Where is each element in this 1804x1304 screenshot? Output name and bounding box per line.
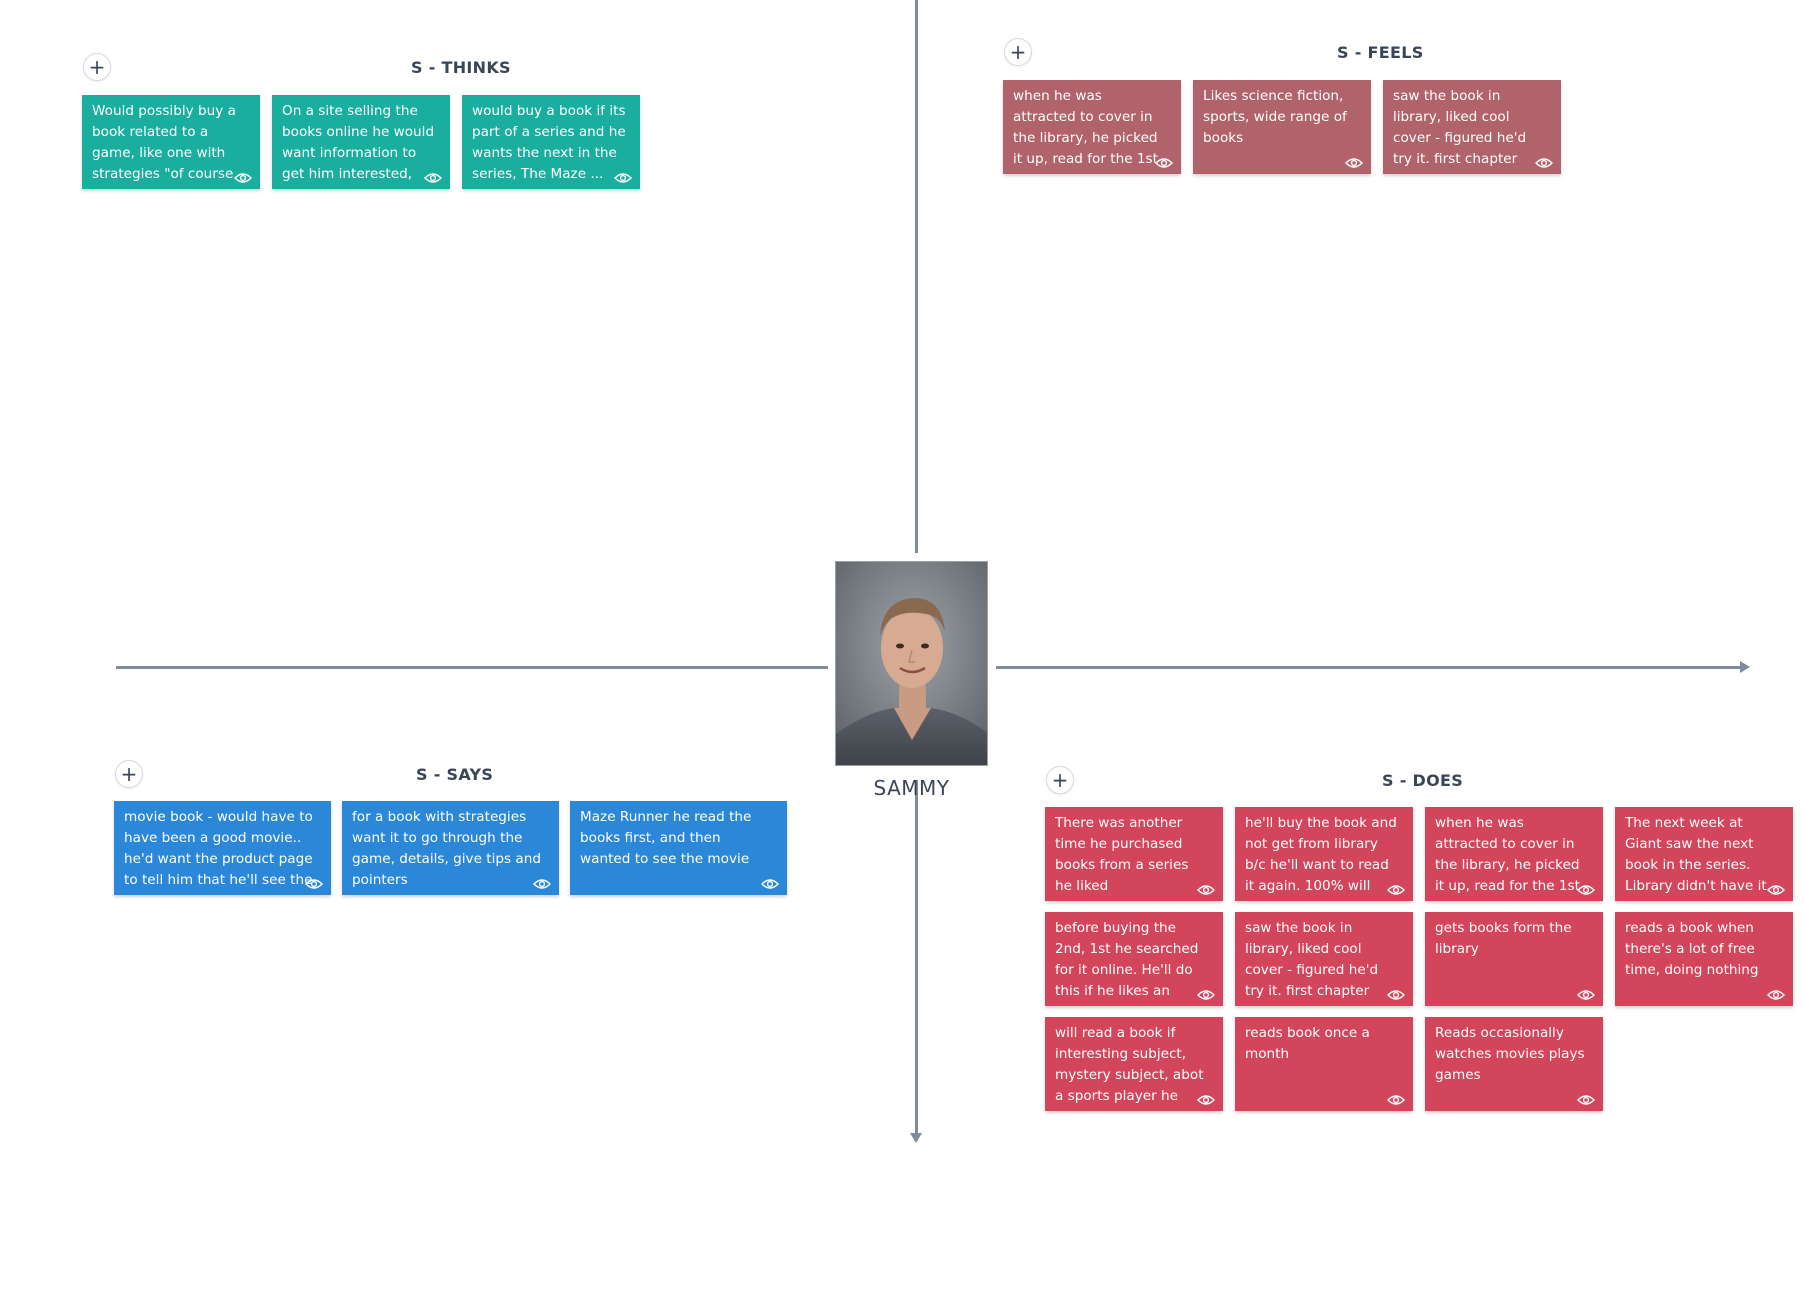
does-note[interactable]: gets books form the library — [1425, 912, 1603, 1006]
does-note[interactable]: will read a book if interesting subject,… — [1045, 1017, 1223, 1111]
says-note[interactable]: for a book with strategies want it to go… — [342, 801, 559, 895]
note-text: when he was attracted to cover in the li… — [1013, 88, 1158, 167]
eye-icon[interactable] — [614, 170, 632, 183]
note-text: when he was attracted to cover in the li… — [1435, 815, 1580, 894]
says-title: S - SAYS — [416, 765, 494, 784]
does-note[interactable]: reads a book when there's a lot of free … — [1615, 912, 1793, 1006]
note-text: would buy a book if its part of a series… — [472, 103, 626, 182]
eye-icon[interactable] — [1387, 1092, 1405, 1105]
eye-icon[interactable] — [1155, 155, 1173, 168]
vertical-axis-bottom — [915, 780, 918, 1138]
eye-icon[interactable] — [234, 170, 252, 183]
horizontal-axis-left — [116, 666, 828, 669]
note-text: On a site selling the books online he wo… — [282, 103, 435, 182]
does-add-button[interactable]: + — [1046, 766, 1074, 794]
does-note[interactable]: he'll buy the book and not get from libr… — [1235, 807, 1413, 901]
does-note[interactable]: when he was attracted to cover in the li… — [1425, 807, 1603, 901]
does-note[interactable]: Reads occasionally watches movies plays … — [1425, 1017, 1603, 1111]
note-text: reads book once a month — [1245, 1025, 1370, 1062]
note-text: for a book with strategies want it to go… — [352, 809, 541, 888]
says-note[interactable]: Maze Runner he read the books first, and… — [570, 801, 787, 895]
vertical-axis-top — [915, 0, 918, 553]
thinks-note[interactable]: On a site selling the books online he wo… — [272, 95, 450, 189]
feels-note[interactable]: saw the book in library, liked cool cove… — [1383, 80, 1561, 174]
eye-icon[interactable] — [424, 170, 442, 183]
thinks-note[interactable]: Would possibly buy a book related to a g… — [82, 95, 260, 189]
note-text: The next week at Giant saw the next book… — [1625, 815, 1771, 894]
thinks-add-button[interactable]: + — [83, 53, 111, 81]
note-text: Maze Runner he read the books first, and… — [580, 809, 752, 867]
eye-icon[interactable] — [1577, 882, 1595, 895]
eye-icon[interactable] — [1197, 1092, 1215, 1105]
does-note[interactable]: reads book once a month — [1235, 1017, 1413, 1111]
note-text: There was another time he purchased book… — [1055, 815, 1189, 894]
vertical-axis-arrow — [910, 1133, 922, 1143]
eye-icon[interactable] — [1197, 882, 1215, 895]
note-text: he'll buy the book and not get from libr… — [1245, 815, 1397, 894]
note-text: Reads occasionally watches movies plays … — [1435, 1025, 1585, 1083]
note-text: movie book - would have to have been a g… — [124, 809, 313, 888]
does-title: S - DOES — [1382, 771, 1464, 790]
note-text: Would possibly buy a book related to a g… — [92, 103, 236, 182]
note-text: before buying the 2nd, 1st he searched f… — [1055, 920, 1199, 999]
eye-icon[interactable] — [1767, 882, 1785, 895]
eye-icon[interactable] — [1345, 155, 1363, 168]
note-text: will read a book if interesting subject,… — [1055, 1025, 1204, 1104]
horizontal-axis-right — [996, 666, 1744, 669]
note-text: gets books form the library — [1435, 920, 1572, 957]
note-text: reads a book when there's a lot of free … — [1625, 920, 1759, 978]
eye-icon[interactable] — [1197, 987, 1215, 1000]
does-note[interactable]: The next week at Giant saw the next book… — [1615, 807, 1793, 901]
eye-icon[interactable] — [305, 876, 323, 889]
eye-icon[interactable] — [1535, 155, 1553, 168]
feels-title: S - FEELS — [1337, 43, 1424, 62]
note-text: saw the book in library, liked cool cove… — [1245, 920, 1379, 999]
eye-icon[interactable] — [1387, 882, 1405, 895]
note-text: Likes science fiction, sports, wide rang… — [1203, 88, 1347, 146]
does-note[interactable]: There was another time he purchased book… — [1045, 807, 1223, 901]
says-add-button[interactable]: + — [115, 760, 143, 788]
horizontal-axis-arrow — [1740, 661, 1750, 673]
note-text: saw the book in library, liked cool cove… — [1393, 88, 1527, 167]
eye-icon[interactable] — [533, 876, 551, 889]
feels-note[interactable]: Likes science fiction, sports, wide rang… — [1193, 80, 1371, 174]
says-note[interactable]: movie book - would have to have been a g… — [114, 801, 331, 895]
thinks-note[interactable]: would buy a book if its part of a series… — [462, 95, 640, 189]
thinks-title: S - THINKS — [411, 58, 511, 77]
persona-name: SAMMY — [873, 776, 950, 800]
eye-icon[interactable] — [1387, 987, 1405, 1000]
feels-note[interactable]: when he was attracted to cover in the li… — [1003, 80, 1181, 174]
eye-icon[interactable] — [1767, 987, 1785, 1000]
eye-icon[interactable] — [761, 876, 779, 889]
does-note[interactable]: before buying the 2nd, 1st he searched f… — [1045, 912, 1223, 1006]
eye-icon[interactable] — [1577, 987, 1595, 1000]
eye-icon[interactable] — [1577, 1092, 1595, 1105]
does-note[interactable]: saw the book in library, liked cool cove… — [1235, 912, 1413, 1006]
feels-add-button[interactable]: + — [1004, 38, 1032, 66]
persona-photo — [835, 561, 988, 766]
persona-portrait-image — [836, 562, 987, 765]
